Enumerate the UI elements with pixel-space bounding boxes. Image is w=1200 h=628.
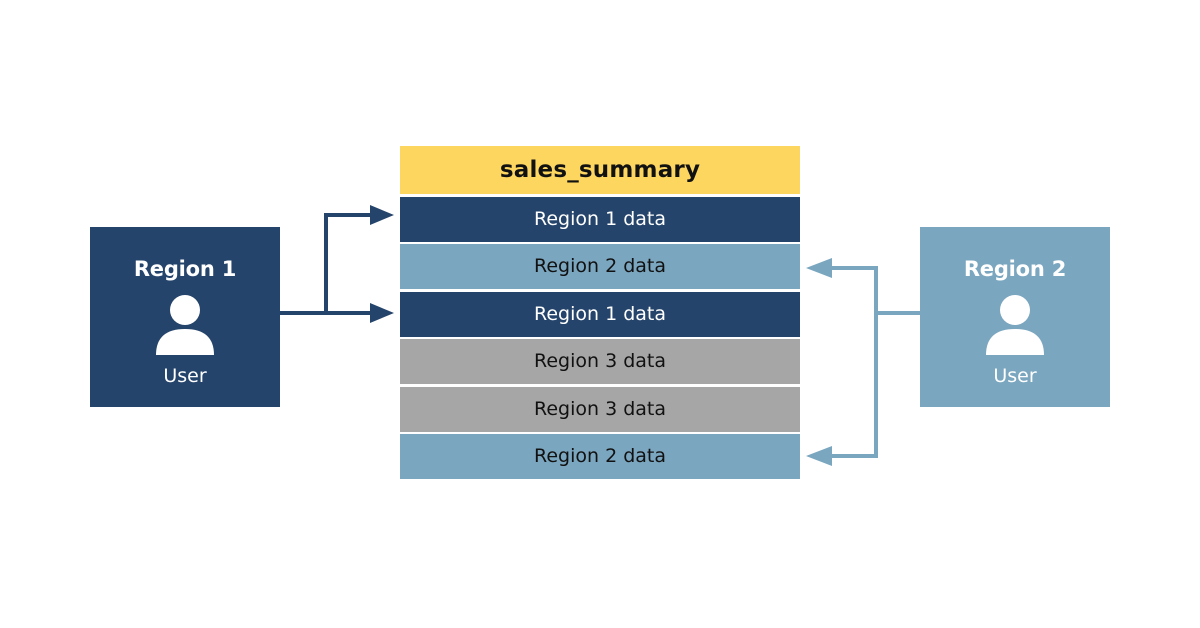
region-1-user-label: User bbox=[163, 365, 207, 387]
region-2-user-label: User bbox=[993, 365, 1037, 387]
user-icon bbox=[156, 295, 214, 355]
region-1-user-box: Region 1 User bbox=[90, 227, 280, 407]
region-1-access-arrows bbox=[280, 213, 376, 315]
region-1-arrowhead-top bbox=[370, 205, 394, 225]
table-row: Region 3 data bbox=[400, 386, 800, 432]
region-2-arrowhead-top bbox=[806, 258, 832, 278]
table-row: Region 2 data bbox=[400, 244, 800, 289]
region-2-user-box: Region 2 User bbox=[920, 227, 1110, 407]
table-row: Region 2 data bbox=[400, 434, 800, 479]
user-icon bbox=[986, 295, 1044, 355]
region-1-arrowhead-bottom bbox=[370, 303, 394, 323]
table-title: sales_summary bbox=[400, 146, 800, 194]
region-2-title: Region 2 bbox=[963, 257, 1067, 281]
table-row: Region 3 data bbox=[400, 339, 800, 384]
table-row: Region 1 data bbox=[400, 291, 800, 337]
region-2-arrow-branch bbox=[826, 266, 878, 458]
region-2-arrowhead-bottom bbox=[806, 446, 832, 466]
region-1-arrow-branch bbox=[324, 213, 376, 313]
region-2-access-arrows bbox=[826, 266, 920, 458]
region-1-title: Region 1 bbox=[133, 257, 237, 281]
table-row: Region 1 data bbox=[400, 196, 800, 242]
sales-summary-table: sales_summary Region 1 data Region 2 dat… bbox=[400, 146, 800, 479]
